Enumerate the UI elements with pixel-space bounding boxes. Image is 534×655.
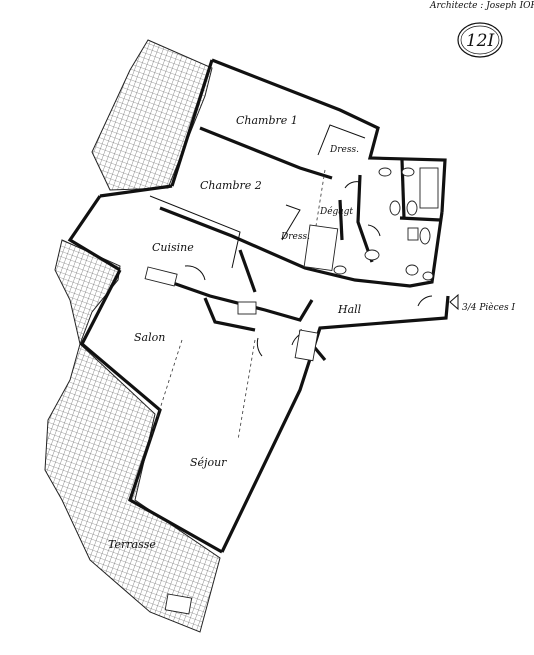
room-label-dress1: Dress. (329, 145, 359, 155)
room-label-salon: Salon (134, 331, 165, 344)
room-label-chambre1: Chambre 1 (236, 114, 298, 127)
entrance-arrow-icon (449, 293, 459, 311)
room-label-degagt: Dégagt (319, 206, 353, 217)
room-label-terrasse: Terrasse (108, 538, 156, 551)
entrance-label: 3/4 Pièces I (462, 302, 515, 313)
room-label-chambre2: Chambre 2 (200, 179, 262, 192)
lot-number: 12I (466, 31, 495, 51)
room-label-hall: Hall (337, 303, 362, 316)
room-label-dress2: Dress. (280, 232, 310, 242)
partitions (149, 124, 433, 441)
fixtures (144, 167, 439, 615)
room-label-cuisine: Cuisine (152, 241, 194, 254)
architect-credit: Architecte : Joseph IORI (429, 1, 534, 11)
room-label-sejour: Séjour (190, 456, 227, 469)
lot-number-badge: 12I (457, 22, 503, 58)
apartment-walls (67, 58, 450, 554)
